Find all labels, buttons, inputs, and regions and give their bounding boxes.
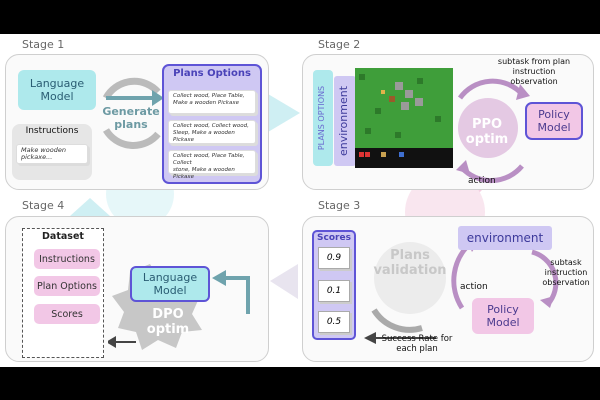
plans-options-title: Plans Options (173, 68, 251, 79)
plans-validation-label: Plans validation (373, 248, 447, 278)
dpo-optim-label: DPO optim (146, 307, 190, 337)
plans-options-vertical-label: PLANS OPTIONS (317, 85, 326, 151)
stage-4-label: Stage 4 (22, 199, 65, 212)
policy-model-box: Policy Model (525, 102, 583, 140)
instruction-card: Make wooden pickaxe... (16, 144, 88, 164)
action-arrow-label: action (468, 176, 496, 186)
stage-3-label: Stage 3 (318, 199, 361, 212)
plan-option-card: Collect wood, Place Table, Collect stone… (168, 150, 256, 180)
plan-option-card: Collect wood, Place Table, Make a wooden… (168, 90, 256, 114)
subtask-arrow-label: subtask from plan instruction observatio… (497, 57, 571, 86)
score-value: 0.5 (318, 311, 350, 333)
scores-title: Scores (317, 233, 351, 243)
stage-2-label: Stage 2 (318, 38, 361, 51)
ppo-optim-label: PPO optim (465, 117, 509, 147)
plan-option-card: Collect wood, Collect wood, Sleep, Make … (168, 120, 256, 144)
instructions-title: Instructions (25, 126, 79, 136)
ppo-cycle-arrows (456, 78, 530, 184)
score-value: 0.1 (318, 280, 350, 302)
subtask-cycle-arrow (531, 249, 559, 308)
success-rate-label: Success Rate for each plan (381, 334, 453, 354)
dataset-item: Scores (34, 304, 100, 324)
environment-vertical-box (334, 76, 356, 166)
subtask-observation-label: subtask instruction observation (542, 258, 590, 287)
generate-plans-cycle (102, 77, 164, 149)
action-label: action (460, 282, 488, 292)
game-environment-image (355, 68, 453, 168)
dataset-title: Dataset (42, 231, 84, 242)
dataset-item: Instructions (34, 249, 100, 269)
plans-options-vertical-box (313, 70, 333, 166)
environment-vertical-label: environment (337, 85, 350, 157)
language-model-box: Language Model (130, 266, 210, 302)
stage-1-label: Stage 1 (22, 38, 65, 51)
environment-box: environment (458, 226, 552, 250)
dataset-item: Plan Options (34, 276, 100, 296)
diagram-canvas: Stage 1 Stage 2 Stage 3 Stage 4 Language… (0, 34, 600, 367)
policy-model-box: Policy Model (472, 298, 534, 334)
score-value: 0.9 (318, 247, 350, 269)
generate-plans-label: Generate plans (102, 105, 160, 131)
language-model-box: Language Model (18, 70, 96, 110)
